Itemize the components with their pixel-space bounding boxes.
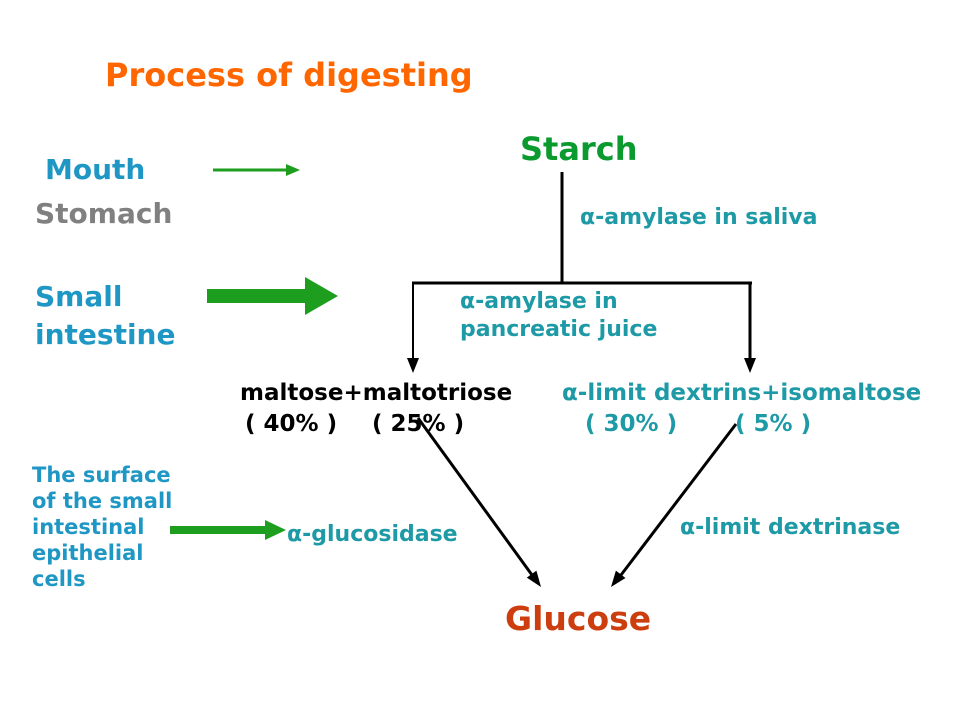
epithelial-line-3: intestinal xyxy=(32,515,145,539)
epithelial-line-1: The surface xyxy=(32,463,171,487)
glucose-label: Glucose xyxy=(505,599,652,638)
dextrins-to-glucose-arrowhead xyxy=(611,570,626,587)
mouth-label: Mouth xyxy=(45,153,146,186)
epithelial-arrow xyxy=(170,520,286,540)
page-title: Process of digesting xyxy=(105,56,473,94)
maltotriose-percent: ( 25% ) xyxy=(372,411,465,437)
dextrins-percent: ( 30% ) xyxy=(585,411,678,437)
mouth-arrow-head xyxy=(286,164,300,176)
maltose-to-glucose-line xyxy=(416,417,534,576)
pancreatic-amylase-label-line-1: α-amylase in xyxy=(460,289,618,314)
epithelial-line-4: epithelial xyxy=(32,541,144,565)
starch-label: Starch xyxy=(520,130,638,168)
right-branch-arrowhead xyxy=(744,358,756,373)
dextrinase-label: α-limit dextrinase xyxy=(680,515,901,540)
isomaltose-percent: ( 5% ) xyxy=(735,411,812,437)
maltose-to-glucose-arrowhead xyxy=(526,570,541,587)
epithelial-line-5: cells xyxy=(32,567,86,591)
epithelial-line-2: of the small xyxy=(32,489,173,513)
dextrins-to-glucose-line xyxy=(619,423,738,576)
stomach-label: Stomach xyxy=(35,197,173,230)
maltose-percent: ( 40% ) xyxy=(245,411,338,437)
salivary-amylase-label: α-amylase in saliva xyxy=(580,205,818,230)
small-intestine-arrow xyxy=(207,277,338,315)
epithelial-cells-label: The surface of the small intestinal epit… xyxy=(32,462,172,592)
glucosidase-label: α-glucosidase xyxy=(287,522,458,547)
pancreatic-amylase-label-line-2: pancreatic juice xyxy=(460,317,658,342)
dextrins-product-label: α-limit dextrins+isomaltose xyxy=(562,380,922,406)
left-branch-arrowhead xyxy=(407,358,419,373)
small-intestine-label-line-1: Small xyxy=(35,280,123,313)
small-intestine-label-line-2: intestine xyxy=(35,318,176,351)
maltose-product-label: maltose+maltotriose xyxy=(240,380,513,406)
